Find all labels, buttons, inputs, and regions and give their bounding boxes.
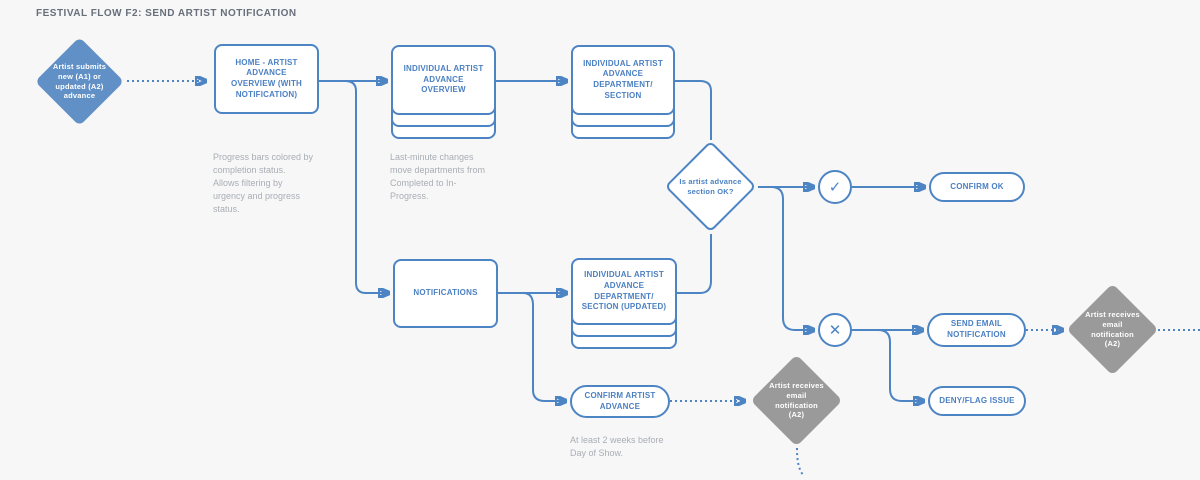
check-icon: ✓: [828, 177, 842, 196]
check-circle-node[interactable]: ✓: [818, 170, 852, 204]
node-individual-artist-advance-department-updated[interactable]: INDIVIDUAL ARTIST ADVANCE DEPARTMENT/ SE…: [571, 258, 677, 325]
end-node-artist-receives-email-bottom[interactable]: Artist receives email notification (A2): [750, 354, 843, 447]
connector-decision-to-cross: [770, 186, 814, 330]
node-label: INDIVIDUAL ARTIST ADVANCE DEPARTMENT/ SE…: [583, 58, 663, 100]
node-notifications[interactable]: NOTIFICATIONS: [393, 259, 498, 328]
node-label: SEND EMAIL NOTIFICATION: [947, 319, 1006, 339]
page-title: FESTIVAL FLOW F2: SEND ARTIST NOTIFICATI…: [36, 8, 297, 19]
decision-node-label: Is artist advance section OK?: [679, 176, 742, 196]
node-individual-artist-advance-overview[interactable]: INDIVIDUAL ARTIST ADVANCE OVERVIEW: [391, 45, 496, 115]
annotation-last-minute-changes: Last-minute changes move departments fro…: [390, 152, 486, 202]
annotation-two-weeks: At least 2 weeks before Day of Show.: [570, 435, 664, 459]
node-send-email-notification[interactable]: SEND EMAIL NOTIFICATION: [927, 313, 1026, 347]
node-confirm-ok[interactable]: CONFIRM OK: [929, 172, 1025, 202]
node-label: NOTIFICATIONS: [413, 288, 478, 298]
node-individual-artist-advance-department[interactable]: INDIVIDUAL ARTIST ADVANCE DEPARTMENT/ SE…: [571, 45, 675, 115]
decision-node-is-section-ok[interactable]: Is artist advance section OK?: [664, 140, 757, 233]
end-node-label: Artist receives email notification (A2): [769, 381, 824, 420]
node-label: CONFIRM ARTIST ADVANCE: [584, 390, 656, 411]
connector-cross-to-deny-flag: [877, 329, 924, 401]
node-label: INDIVIDUAL ARTIST ADVANCE OVERVIEW: [403, 64, 484, 95]
node-label: INDIVIDUAL ARTIST ADVANCE DEPARTMENT/ SE…: [581, 270, 667, 312]
end-node-artist-receives-email-right[interactable]: Artist receives email notification (A2): [1066, 283, 1159, 376]
node-confirm-artist-advance[interactable]: CONFIRM ARTIST ADVANCE: [570, 385, 670, 418]
start-node-label: Artist submits new (A1) or updated (A2) …: [52, 62, 107, 101]
connector-artist-receives-down-offscreen: [796, 447, 804, 476]
node-deny-flag-issue[interactable]: DENY/FLAG ISSUE: [928, 386, 1026, 416]
connector-department-to-decision: [675, 80, 712, 140]
node-label: DENY/FLAG ISSUE: [939, 395, 1015, 405]
cross-circle-node[interactable]: ✕: [818, 313, 852, 347]
start-node-artist-submits[interactable]: Artist submits new (A1) or updated (A2) …: [34, 36, 125, 127]
connector-notifications-to-confirm-artist: [522, 292, 566, 401]
node-label: HOME - ARTIST ADVANCE OVERVIEW (WITH NOT…: [230, 57, 303, 99]
end-node-label: Artist receives email notification (A2): [1085, 310, 1140, 349]
connector-home-to-notifications: [344, 80, 389, 293]
annotation-progress-bars: Progress bars colored by completion stat…: [213, 152, 314, 215]
node-label: CONFIRM OK: [950, 181, 1004, 191]
node-home-artist-advance-overview[interactable]: HOME - ARTIST ADVANCE OVERVIEW (WITH NOT…: [214, 44, 319, 114]
cross-icon: ✕: [828, 320, 842, 339]
connector-updated-to-decision: [677, 234, 712, 294]
